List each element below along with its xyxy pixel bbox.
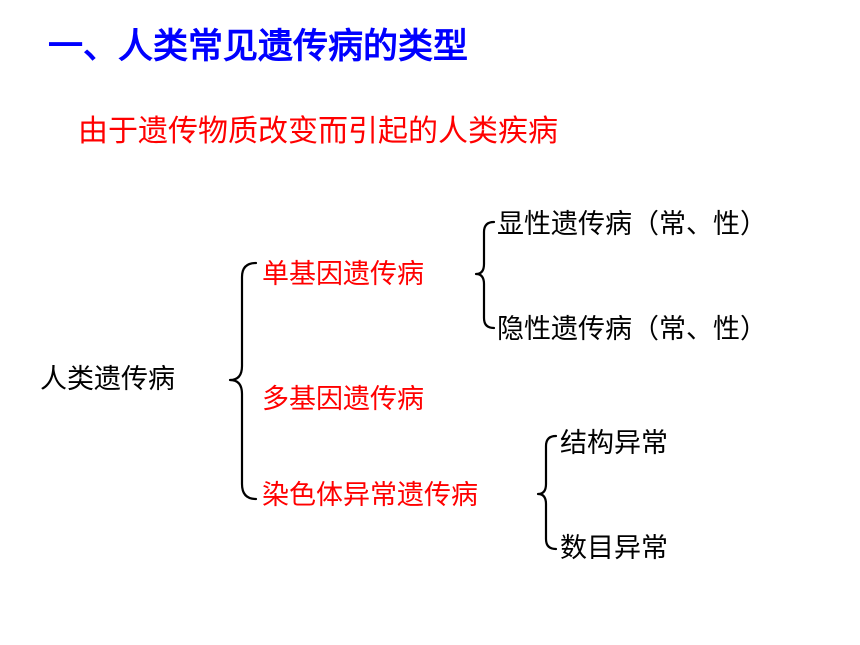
leaf-numerical: 数目异常 [560,533,668,564]
chromosome-brace [536,434,558,551]
page-title: 一、人类常见遗传病的类型 [48,27,469,67]
branch-multi-gene: 多基因遗传病 [262,384,424,415]
root-node: 人类遗传病 [40,364,175,395]
page-subtitle: 由于遗传物质改变而引起的人类疾病 [78,114,558,149]
single-gene-brace [474,220,496,330]
branch-single-gene: 单基因遗传病 [262,259,424,290]
leaf-recessive: 隐性遗传病（常、性） [497,314,767,345]
branch-chromosome: 染色体异常遗传病 [262,480,478,511]
main-brace [228,261,258,501]
leaf-structural: 结构异常 [560,428,668,459]
leaf-dominant: 显性遗传病（常、性） [497,209,767,240]
